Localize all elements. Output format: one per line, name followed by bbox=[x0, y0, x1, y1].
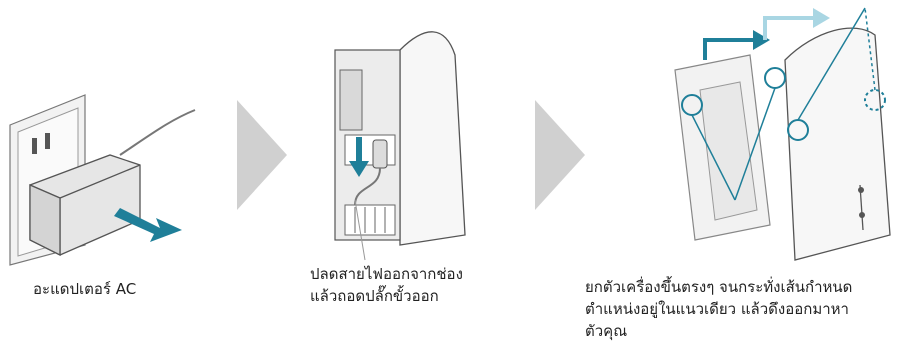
step-2-caption: ปลดสายไฟออกจากช่อง แล้วถอดปลั๊กขั้วออก bbox=[310, 263, 463, 307]
step-1-caption: อะแดปเตอร์ AC bbox=[33, 278, 136, 300]
step-3-caption: ยกตัวเครื่องขึ้นตรงๆ จนกระทั่งเส้นกำหนด … bbox=[585, 276, 852, 342]
ac-adapter-illustration bbox=[9, 94, 196, 266]
arrow-right-icon bbox=[535, 100, 585, 210]
caption-line: ตัวคุณ bbox=[585, 322, 628, 340]
caption-line: ยกตัวเครื่องขึ้นตรงๆ จนกระทั่งเส้นกำหนด bbox=[585, 278, 853, 296]
cable-port-illustration bbox=[334, 31, 466, 261]
arrow-right-icon bbox=[237, 100, 287, 210]
device-lift-illustration bbox=[674, 7, 891, 261]
caption-line: ปลดสายไฟออกจากช่อง bbox=[310, 265, 463, 283]
caption-line: แล้วถอดปลั๊กขั้วออก bbox=[310, 287, 439, 305]
caption-line: อะแดปเตอร์ AC bbox=[33, 280, 137, 298]
caption-line: ตำแหน่งอยู่ในแนวเดียว แล้วดึงออกมาหา bbox=[585, 300, 849, 318]
